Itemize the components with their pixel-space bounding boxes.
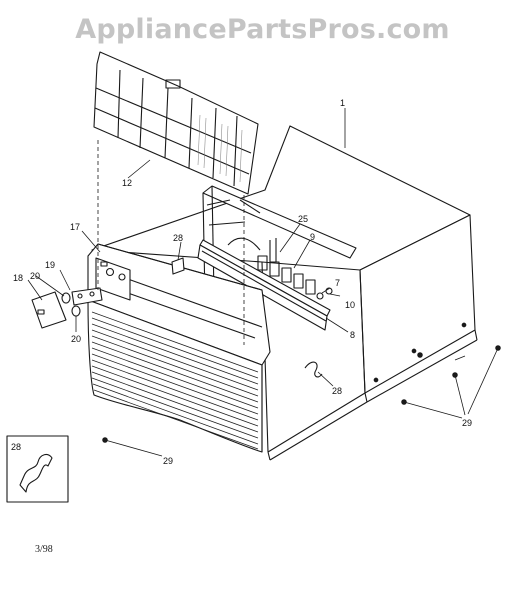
- callout-20-upper: 20: [30, 271, 40, 281]
- callout-19: 19: [45, 260, 55, 270]
- front-grille: [87, 243, 271, 453]
- callout-28-inset: 28: [11, 442, 21, 452]
- control-rail: [197, 239, 331, 331]
- filter: [93, 51, 259, 195]
- switches: [257, 238, 333, 300]
- callout-25: 25: [298, 214, 308, 224]
- callout-29-right: 29: [462, 418, 472, 428]
- callout-17: 17: [70, 222, 80, 232]
- callout-7: 7: [335, 278, 340, 288]
- callout-labels: 1 12 25 9 17 28 7 10 8 19 20 18 20 28 29…: [11, 98, 472, 466]
- callout-29-left: 29: [163, 456, 173, 466]
- clips: [171, 257, 323, 378]
- cabinet: [91, 125, 478, 461]
- callout-9: 9: [310, 232, 315, 242]
- callout-20-lower: 20: [71, 334, 81, 344]
- callout-12: 12: [122, 178, 132, 188]
- leader-lines: [27, 108, 499, 457]
- callout-28-lower: 28: [332, 386, 342, 396]
- callout-18: 18: [13, 273, 23, 283]
- watermark: AppliancePartsPros.com: [75, 14, 450, 45]
- callout-1: 1: [340, 98, 345, 108]
- footer-code: 3/98: [35, 544, 53, 555]
- control-plate: [31, 287, 103, 329]
- callout-10: 10: [345, 300, 355, 310]
- inset-box: [6, 435, 69, 503]
- callout-8: 8: [350, 330, 355, 340]
- screws: [102, 345, 501, 443]
- callout-28-upper: 28: [173, 233, 183, 243]
